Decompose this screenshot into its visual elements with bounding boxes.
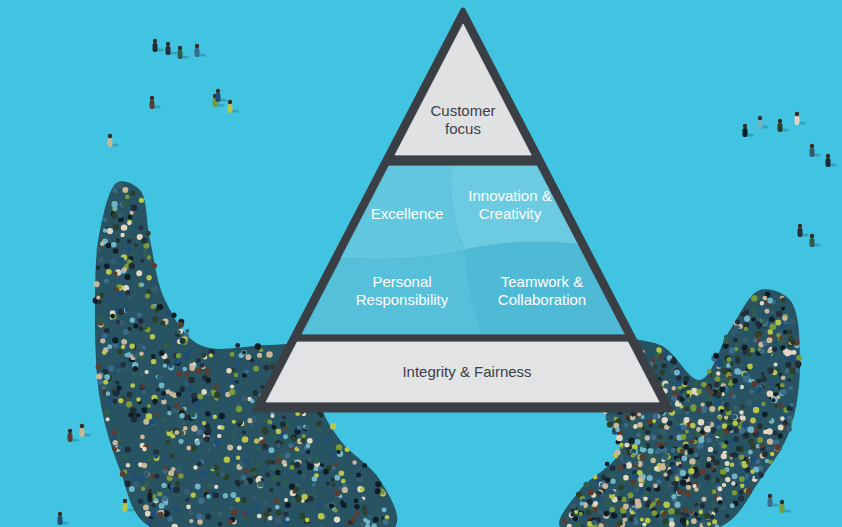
tier-fill (395, 24, 531, 155)
value-quadrant: Personal Responsibility (302, 250, 482, 334)
tier-fill (451, 166, 577, 250)
tier-fill (341, 166, 465, 259)
value-label: Personal Responsibility (347, 273, 457, 309)
tier-fill (465, 242, 624, 334)
value-quadrant: Innovation & Creativity (448, 166, 577, 250)
walking-people (58, 39, 838, 525)
value-label: Excellence (352, 205, 462, 223)
base-band: Integrity & Fairness (266, 342, 659, 402)
pyramid-frame (255, 10, 671, 410)
top-tier: Customer focus (395, 24, 531, 155)
tier-fill (302, 250, 482, 334)
value-label: Teamwork & Collaboration (487, 273, 597, 309)
value-label: Customer focus (423, 102, 503, 138)
value-quadrant: Excellence (341, 166, 465, 262)
tier-fill (266, 342, 659, 402)
value-label: Integrity & Fairness (357, 363, 577, 381)
value-quadrant: Teamwork & Collaboration (465, 238, 624, 334)
value-label: Innovation & Creativity (463, 187, 558, 223)
